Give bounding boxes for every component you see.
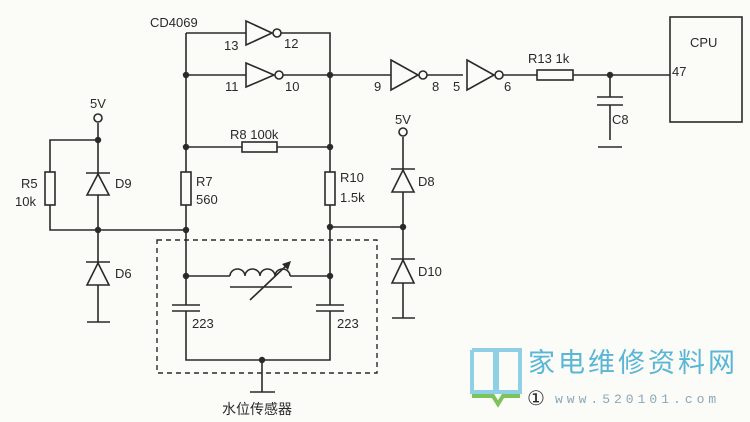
pin-13: 13: [224, 38, 238, 53]
figure-number: ①: [527, 386, 545, 410]
inverter-gate-9-8: [390, 58, 428, 92]
cpu-block: [669, 16, 743, 123]
capacitor-c8: [597, 96, 623, 148]
r10-value: 1.5k: [340, 190, 365, 205]
inverter-gate-11-10: [245, 61, 284, 89]
d10-label: D10: [418, 264, 442, 279]
r7-value: 560: [196, 192, 218, 207]
water-level-sensor-box: [156, 239, 378, 374]
pin-6: 6: [504, 79, 511, 94]
capacitor-left-value: 223: [192, 316, 214, 331]
supply-right-label: 5V: [395, 112, 411, 127]
pin-12: 12: [284, 36, 298, 51]
inverter-gate-5-6: [466, 58, 504, 92]
d6-label: D6: [115, 266, 132, 281]
r5-name: R5: [21, 176, 38, 191]
book-icon: [470, 348, 522, 394]
diode-d10: [390, 258, 416, 319]
pin-10: 10: [285, 79, 299, 94]
resistor-r8: [241, 141, 278, 153]
variable-inductor-icon: [229, 261, 292, 301]
d9-label: D9: [115, 176, 132, 191]
watermark-url: www.520101.com: [555, 392, 720, 407]
supply-terminal-right: [398, 127, 408, 137]
junction-dots: [94, 71, 614, 364]
diode-d6: [85, 261, 111, 323]
wires: [49, 32, 670, 392]
supply-terminal-left: [93, 113, 103, 123]
resistor-r10: [324, 171, 336, 206]
r10-name: R10: [340, 170, 364, 185]
pin-11: 11: [225, 79, 239, 94]
r8-label: R8 100k: [230, 127, 279, 142]
resistor-r5: [44, 171, 56, 206]
cpu-label: CPU: [690, 35, 717, 50]
diode-d9: [85, 172, 111, 196]
r7-name: R7: [196, 174, 213, 189]
diode-d8: [390, 168, 416, 193]
watermark-logo: 家电维修资料网 www.520101.com: [470, 348, 738, 408]
capacitor-right-223: [316, 304, 344, 312]
pin-8: 8: [432, 79, 439, 94]
capacitor-left-223: [172, 304, 200, 312]
supply-left-label: 5V: [90, 96, 106, 111]
resistor-r7: [180, 171, 192, 206]
water-level-sensor-label: 水位传感器: [222, 401, 292, 418]
pin-47: 47: [672, 64, 686, 79]
capacitor-right-value: 223: [337, 316, 359, 331]
d8-label: D8: [418, 174, 435, 189]
pin-5: 5: [453, 79, 460, 94]
r13-label: R13 1k: [528, 51, 570, 66]
inverter-gate-13-12: [245, 19, 282, 47]
pin-9: 9: [374, 79, 381, 94]
resistor-r13: [536, 69, 574, 81]
r5-value: 10k: [15, 194, 36, 209]
c8-label: C8: [612, 112, 629, 127]
watermark-brand: 家电维修资料网: [528, 348, 738, 379]
ic-label: CD4069: [150, 15, 198, 30]
